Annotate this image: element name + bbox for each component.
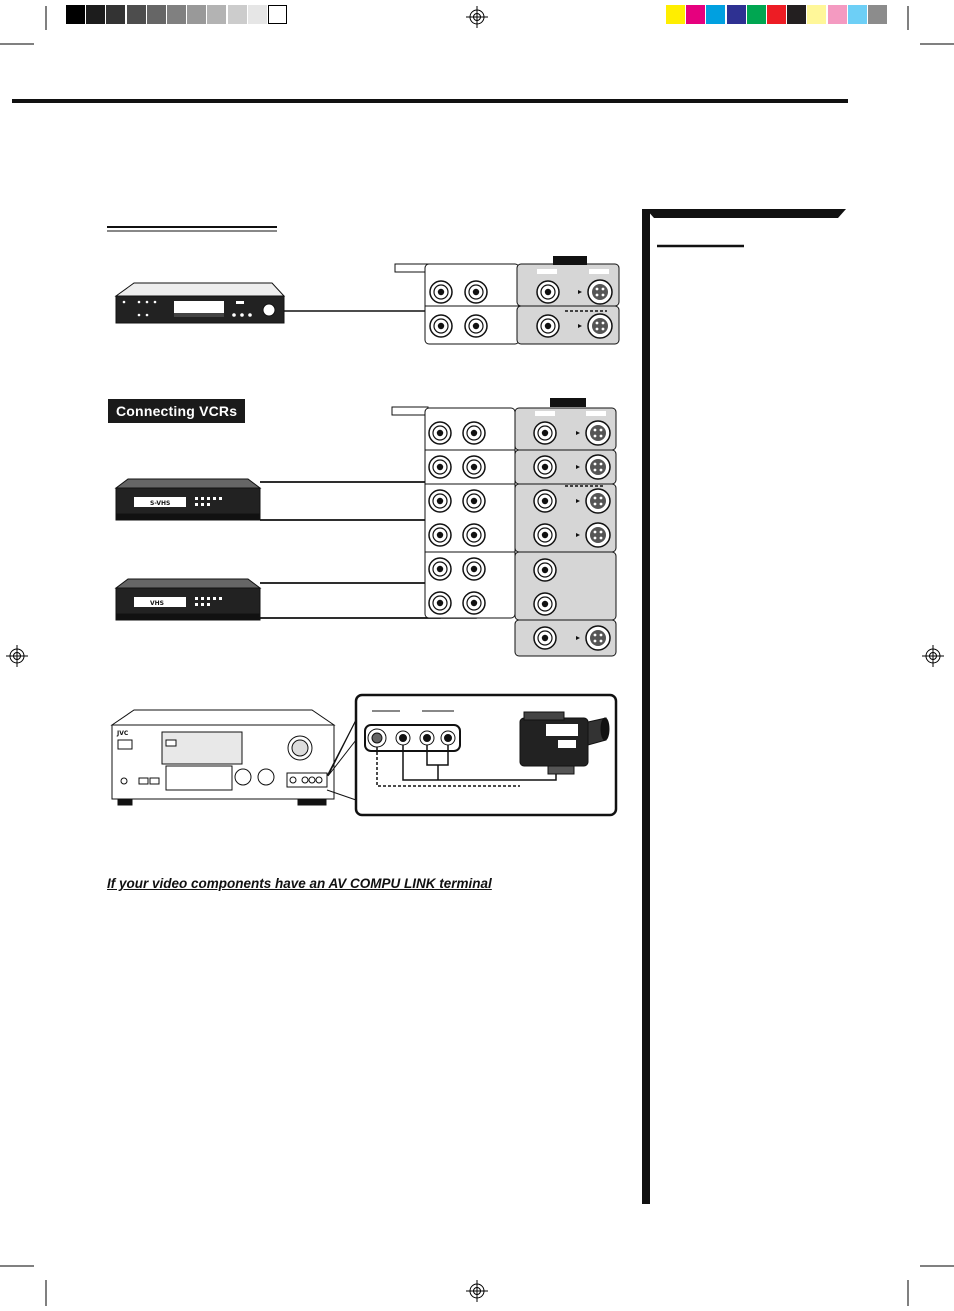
calibration-swatch [767,5,786,24]
calibration-swatch [746,5,766,24]
calibration-swatch [868,5,887,24]
vcr-1 [114,478,262,521]
registration-target-top [466,6,488,28]
registration-target-bottom [466,1280,488,1302]
jack-panel-top [394,256,620,345]
calibration-swatch [787,5,807,24]
calibration-swatch [207,5,227,24]
registration-target-left [6,645,28,667]
receiver-front [110,709,336,806]
rca-jacks-top [429,279,613,339]
calibration-swatch [187,5,207,24]
calibration-swatch [146,5,166,24]
vcr1-badge: S-VHS [150,500,170,507]
calibration-swatch [666,5,685,24]
calibration-swatch [86,5,106,24]
calibration-swatch [847,5,867,24]
calibration-swatch [686,5,706,24]
camcorder [519,711,610,775]
av-compu-link-heading: If your video components have an AV COMP… [107,876,492,891]
vcr2-badge: VHS [150,600,164,607]
calibration-swatch [827,5,847,24]
calibration-swatch [807,5,827,24]
calibration-swatch [706,5,726,24]
calibration-swatch [167,5,186,24]
calibration-swatch [126,5,146,24]
registration-target-right [922,645,944,667]
connecting-vcrs-label: Connecting VCRs [108,399,246,423]
sidebar-vertical-bar [642,209,650,1204]
sidebar-header-bar [646,209,846,218]
calibration-swatch [268,5,287,24]
disc-player [114,282,286,324]
calibration-swatch [227,5,247,24]
calibration-swatch [106,5,126,24]
rca-jacks-vcr [428,420,611,651]
header-rule [12,99,848,103]
calibration-swatch [726,5,746,24]
calibration-swatch [247,5,267,24]
receiver-brand: JVC [116,730,129,737]
calibration-swatch [66,5,85,24]
crop-marks [0,6,954,1306]
vcr-2 [114,578,262,621]
